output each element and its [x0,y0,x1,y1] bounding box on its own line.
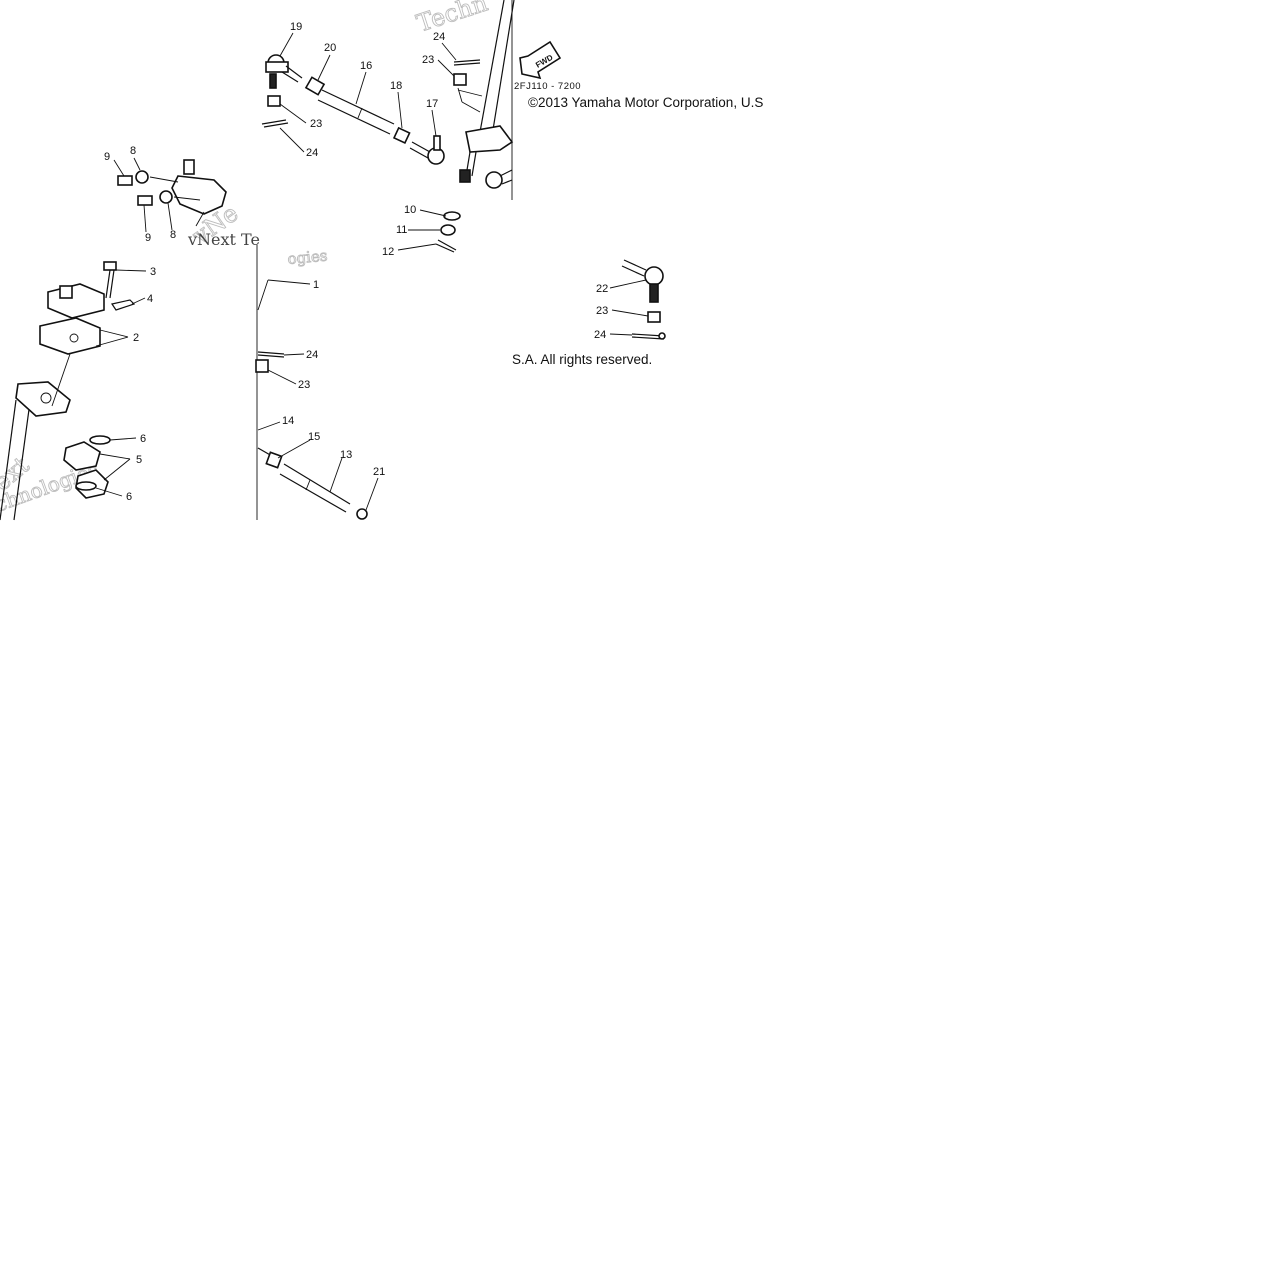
callout-3: 3 [150,266,156,278]
callout-6-b: 6 [126,491,132,503]
callout-23-c: 23 [298,379,310,391]
callout-16: 22 [596,283,608,295]
callout-5: 5 [136,454,142,466]
callout-23-d: 23 [596,305,608,317]
callout-19: 17 [426,98,438,110]
callout-22: 20 [324,42,336,54]
bracket-assembly [117,159,227,215]
callout-8-b: 8 [170,229,176,241]
callout-13: 13 [340,449,352,461]
callout-18: 16 [360,60,372,72]
leader-lines [95,32,649,511]
reference-code: 2FJ110 - 7200 [514,81,581,92]
callout-20: 18 [390,80,402,92]
callout-4: 4 [147,293,153,305]
callout-24-c: 24 [306,349,318,361]
callout-12: 12 [382,246,394,258]
callout-10: 10 [404,204,416,216]
steering-post [435,0,515,253]
callout-23-a: 23 [310,118,322,130]
callout-2: 2 [133,332,139,344]
callout-23-b: 23 [422,54,434,66]
watermark-top: Techn [413,0,491,38]
callout-24-a: 24 [306,147,318,159]
callout-24-b: 24 [433,31,445,43]
watermark-middle-2: vNext Te [187,230,260,249]
callout-9-a: 9 [104,151,110,163]
callout-1: 1 [313,279,319,291]
callout-17: 21 [373,466,385,478]
tie-rod-end-lower [621,259,666,340]
arrow-fwd-icon: FWD [519,40,562,80]
steering-column-assembly [0,261,136,521]
callout-8-a: 8 [130,145,136,157]
callout-labels: 19 20 16 18 17 23 24 24 23 10 11 12 9 8 … [104,21,608,503]
watermark-middle-3: ogies [287,247,328,268]
tie-rod-lower [255,351,368,520]
callout-9-b: 9 [145,232,151,244]
callout-6-a: 6 [140,433,146,445]
callout-15: 15 [308,431,320,443]
copyright-line-2: S.A. All rights reserved. [512,352,652,367]
callout-21: 19 [290,21,302,33]
callout-11: 11 [396,224,407,236]
tie-rod-upper [261,54,445,165]
copyright-line-1: ©2013 Yamaha Motor Corporation, U.S [528,95,763,110]
callout-24-d: 24 [594,329,606,341]
callout-14: 14 [282,415,294,427]
